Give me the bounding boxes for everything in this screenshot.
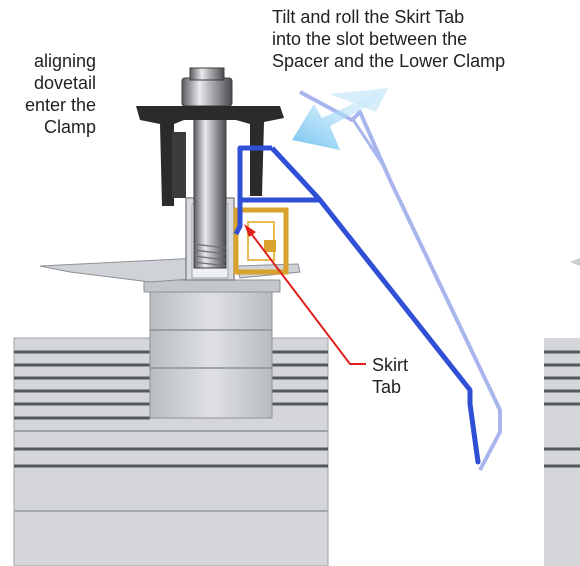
skirt-ghost-position (299, 90, 502, 471)
lower-clamp (143, 279, 281, 419)
skirt-tab-callout-line (244, 224, 366, 365)
left-instruction-line: aligning (33, 51, 96, 71)
left-instruction-text: aligning dovetail enter the Clamp (25, 50, 96, 138)
right-rail (544, 258, 580, 566)
left-instruction-line: Clamp (43, 117, 96, 137)
right-instruction-line: Spacer and the Lower Clamp (272, 51, 506, 71)
tilt-arrow-icon (292, 88, 388, 150)
right-instruction-text: Tilt and roll the Skirt Tab into the slo… (272, 6, 505, 72)
left-instruction-line: dovetail (33, 73, 96, 93)
gold-spacer (233, 207, 289, 275)
right-instruction-line: Tilt and roll the Skirt Tab (272, 7, 465, 27)
skirt-tab-label-line: Tab (372, 377, 402, 397)
clamp-wing-left (39, 257, 205, 283)
rail-grooves (14, 350, 328, 468)
skirt-tab-label: Skirt Tab (372, 354, 408, 398)
bolt (181, 67, 233, 269)
skirt (233, 145, 481, 465)
right-instruction-line: into the slot between the (272, 29, 468, 49)
left-instruction-line: enter the (24, 95, 96, 115)
skirt-tab-label-line: Skirt (372, 355, 408, 375)
upper-clamp (136, 106, 284, 206)
